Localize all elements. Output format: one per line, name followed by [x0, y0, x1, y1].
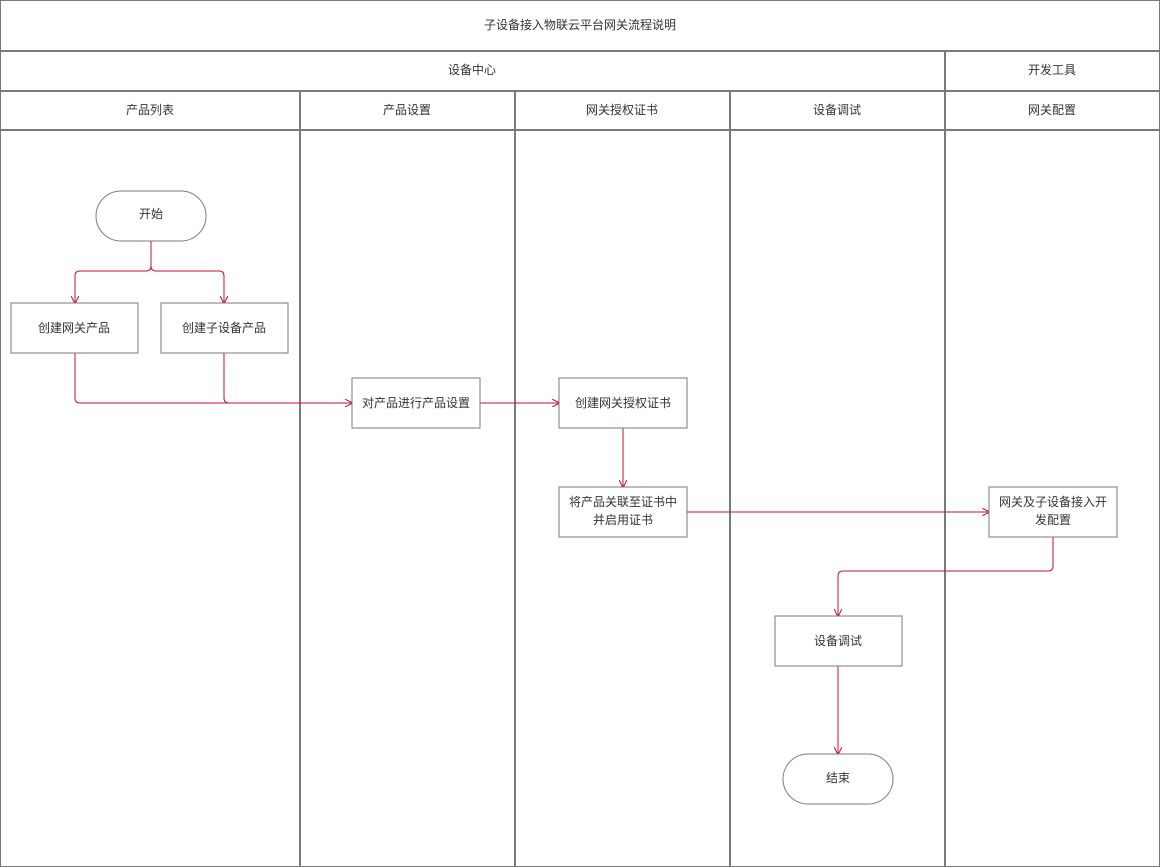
- lane-header-gateway-cert: 网关授权证书: [586, 102, 658, 117]
- node-label: 创建网关授权证书: [575, 395, 671, 410]
- node-label: 结束: [826, 771, 850, 785]
- lane-header-product-settings: 产品设置: [383, 103, 431, 117]
- group-label-device-center: 设备中心: [448, 62, 496, 77]
- node-label: 创建子设备产品: [182, 321, 266, 335]
- edge-subdevice-product-to-configure: [223, 353, 300, 404]
- node-label-line: 网关及子设备接入开: [999, 494, 1107, 509]
- node-label-line: 将产品关联至证书中: [569, 494, 677, 509]
- node-link-cert: 将产品关联至证书中 并启用证书: [558, 486, 688, 538]
- process-shape: [160, 302, 289, 354]
- process-shape: [558, 377, 688, 429]
- lane-header-gateway-config: 网关配置: [1028, 103, 1076, 117]
- edge-start-to-create-subdevice-product: [150, 241, 224, 303]
- group-header-device-center: 设备中心: [448, 62, 496, 77]
- node-create-gateway-product: 创建网关产品: [10, 302, 139, 354]
- edge-start-to-create-gateway-product: [75, 241, 152, 303]
- node-end: 结束: [782, 753, 894, 805]
- edge-dev-config-to-debug: [838, 537, 1054, 616]
- process-shape: [774, 615, 903, 667]
- node-configure-product: 对产品进行产品设置: [351, 377, 481, 429]
- node-create-cert: 创建网关授权证书: [558, 377, 688, 429]
- node-create-subdevice-product: 创建子设备产品: [160, 302, 289, 354]
- edge-gateway-product-to-configure: [74, 353, 352, 403]
- process-shape: [10, 302, 139, 354]
- node-dev-config: 网关及子设备接入开 发配置: [988, 486, 1118, 538]
- terminator-shape: [95, 190, 207, 242]
- diagram-title: 子设备接入物联云平台网关流程说明: [484, 17, 676, 32]
- node-label: 开始: [139, 207, 163, 221]
- node-start: 开始: [95, 190, 207, 242]
- process-shape: [988, 486, 1118, 538]
- node-label-line: 发配置: [1035, 512, 1071, 527]
- terminator-shape: [782, 753, 894, 805]
- group-label-dev-tools: 开发工具: [1028, 62, 1076, 77]
- process-shape: [558, 486, 688, 538]
- node-label: 创建网关产品: [38, 321, 110, 335]
- node-label: 对产品进行产品设置: [362, 396, 470, 410]
- group-header-dev-tools: 开发工具: [1028, 62, 1076, 77]
- process-shape: [351, 377, 481, 429]
- node-label-line: 并启用证书: [593, 513, 653, 527]
- lane-header-device-debug: 设备调试: [813, 102, 861, 117]
- node-label: 设备调试: [814, 633, 862, 648]
- node-debug: 设备调试: [774, 615, 903, 667]
- lane-header-product-list: 产品列表: [126, 103, 174, 117]
